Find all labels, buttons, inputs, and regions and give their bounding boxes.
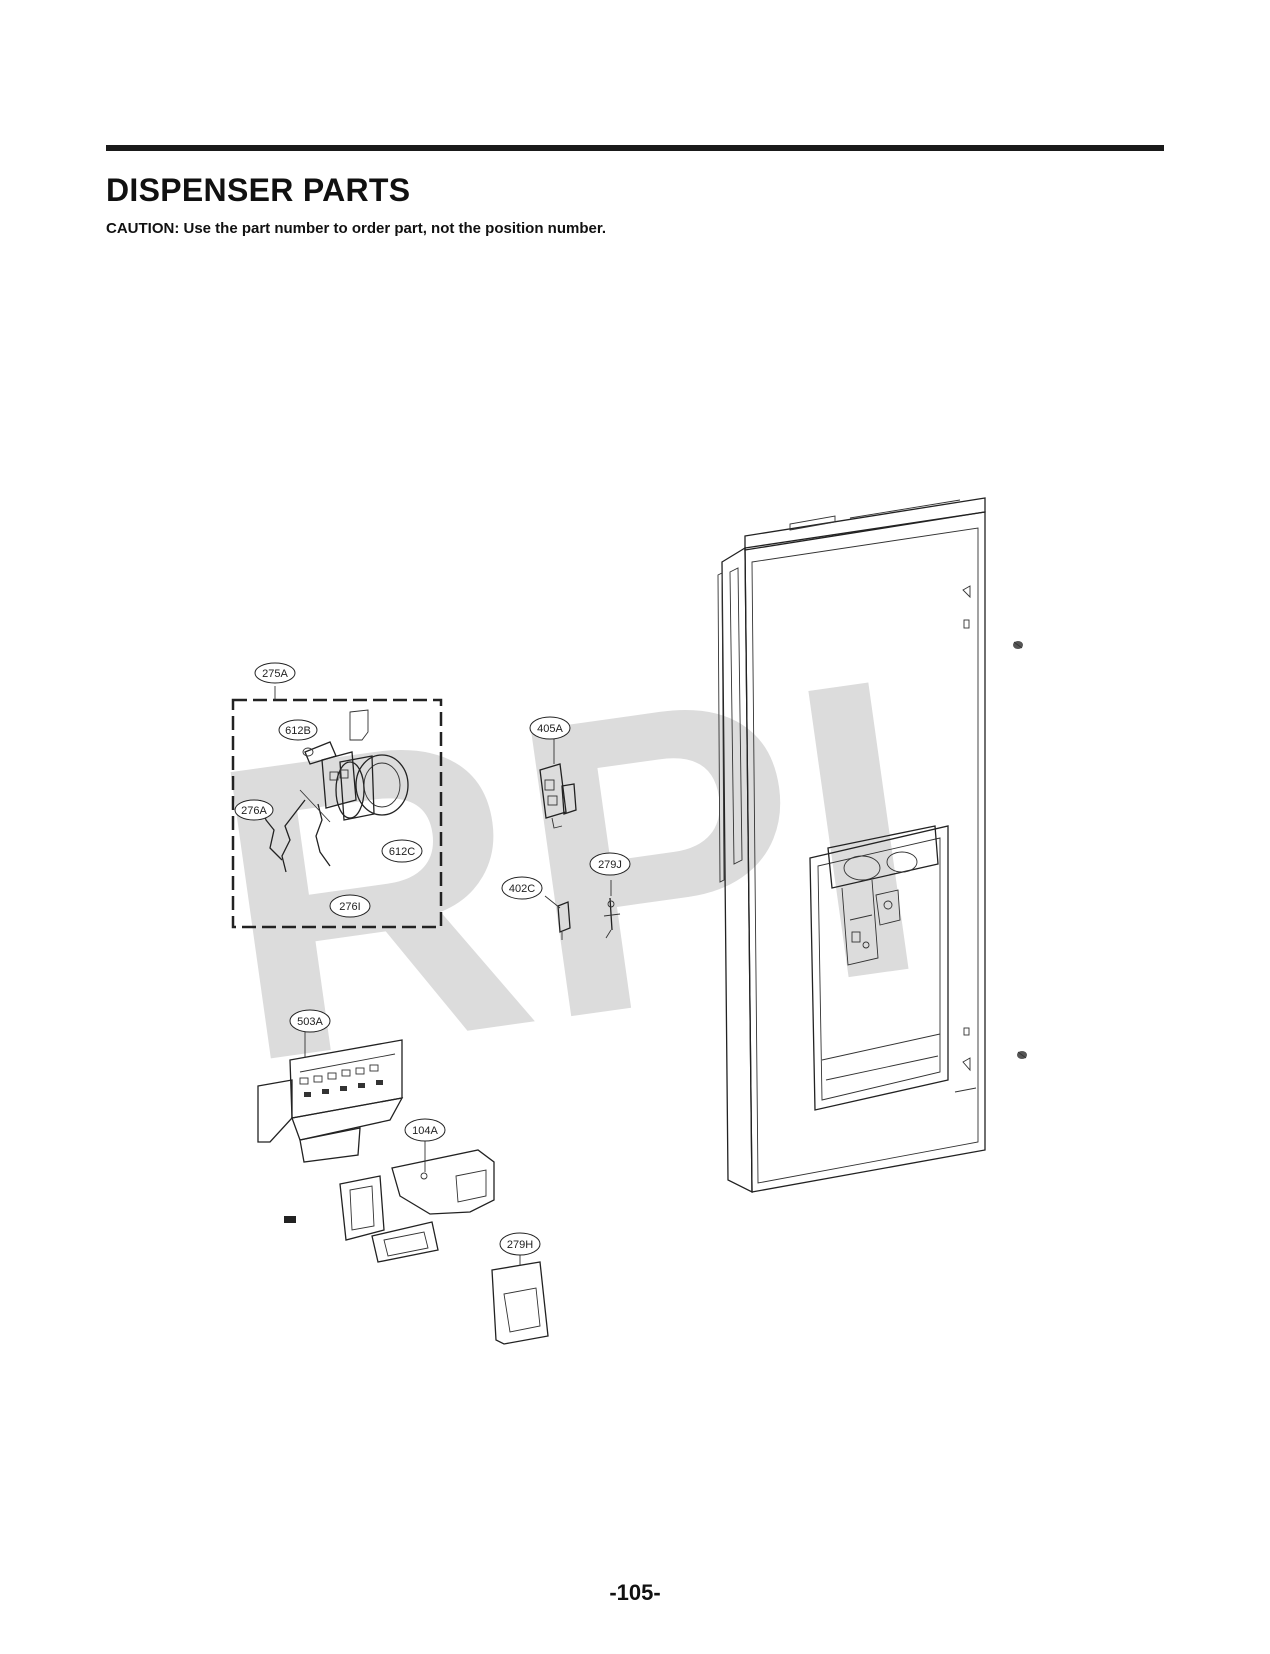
screw-icon <box>1017 1051 1027 1059</box>
page-title: DISPENSER PARTS <box>106 172 411 208</box>
part-104a-housing <box>284 1140 495 1263</box>
clip-icon <box>284 1216 296 1223</box>
callout-279h: 279H <box>499 1232 541 1256</box>
top-rule <box>106 145 1164 151</box>
svg-text:279H: 279H <box>507 1239 533 1251</box>
callout-402c: 402C <box>501 876 543 900</box>
svg-text:402C: 402C <box>509 883 535 895</box>
page-number: -105- <box>609 1580 661 1605</box>
callout-503a: 503A <box>289 1009 331 1033</box>
svg-text:612C: 612C <box>389 846 415 858</box>
callout-275a: 275A <box>254 662 296 684</box>
svg-text:275A: 275A <box>262 668 288 680</box>
svg-text:279J: 279J <box>598 859 622 871</box>
callout-104a: 104A <box>404 1118 446 1142</box>
svg-text:104A: 104A <box>412 1125 438 1137</box>
callout-276i: 276I <box>329 894 371 918</box>
assembly-group-275a <box>231 686 443 929</box>
watermark: RPI <box>190 589 949 1151</box>
callout-612c: 612C <box>381 839 423 863</box>
caution-note: CAUTION: Use the part number to order pa… <box>106 220 607 237</box>
svg-text:405A: 405A <box>537 723 563 735</box>
callout-405a: 405A <box>529 716 571 740</box>
part-279h-cover <box>491 1252 549 1345</box>
door-assembly <box>717 497 1027 1194</box>
callout-612b: 612B <box>278 719 318 741</box>
svg-text:503A: 503A <box>297 1016 323 1028</box>
part-279j <box>603 880 621 939</box>
part-503a-control-panel <box>257 1026 404 1163</box>
svg-text:612B: 612B <box>285 725 311 737</box>
callout-276a: 276A <box>234 799 274 821</box>
part-405a <box>539 738 577 829</box>
svg-text:276I: 276I <box>339 901 360 913</box>
callout-279j: 279J <box>589 852 631 876</box>
screw-icon <box>1013 641 1023 649</box>
part-402c <box>544 895 571 940</box>
svg-text:276A: 276A <box>241 805 267 817</box>
